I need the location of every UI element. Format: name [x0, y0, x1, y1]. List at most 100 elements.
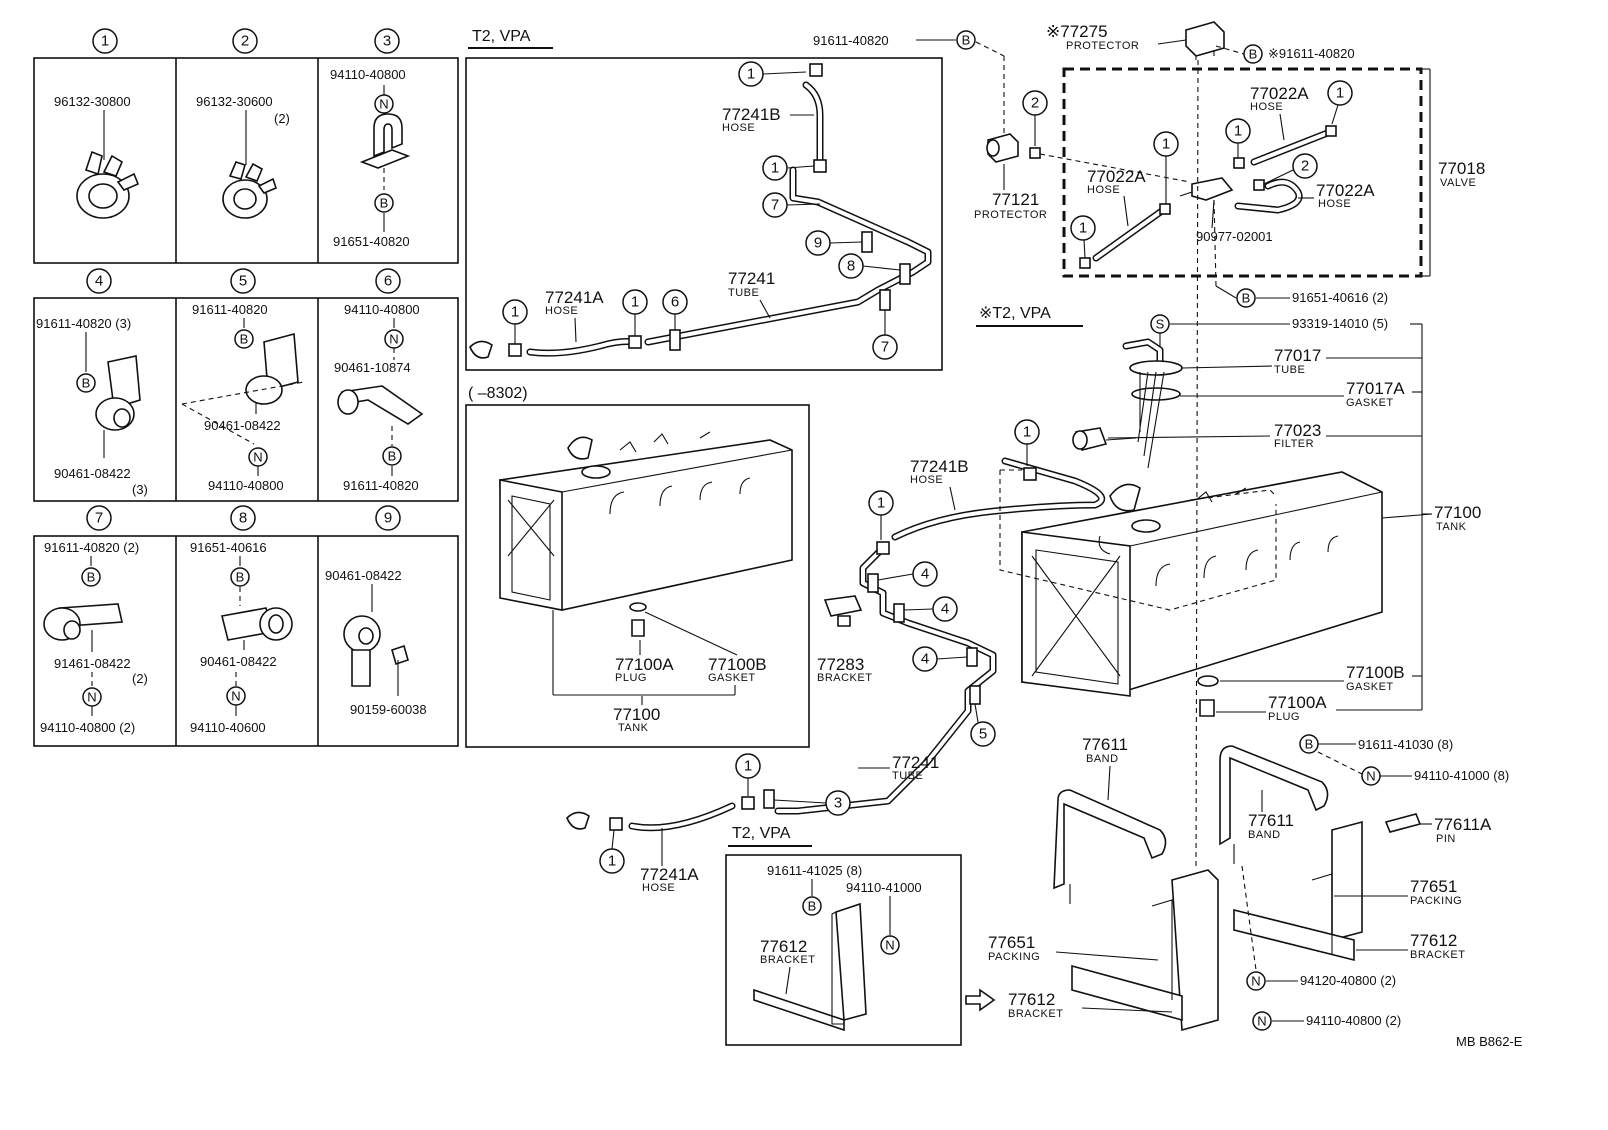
label-77611-right: 77611	[1248, 811, 1294, 830]
label-hose-a: HOSE	[545, 305, 578, 317]
panel-number-6: 6	[375, 268, 401, 294]
label-pin: PIN	[1436, 833, 1456, 845]
svg-text:2: 2	[241, 33, 249, 50]
label-plug-right: PLUG	[1268, 711, 1300, 723]
svg-text:※91611-40820: ※91611-40820	[1268, 46, 1355, 61]
label-77023: 77023	[1274, 421, 1321, 440]
callout-3: 3	[773, 790, 851, 816]
panel-number-4: 4	[86, 268, 112, 294]
main-tube-assembly: 1 77241B HOSE 1 4 4 4 5 77283 BRACKET 77…	[566, 419, 1106, 894]
label-77612-t2: 77612	[760, 937, 807, 956]
svg-text:1: 1	[1023, 424, 1031, 441]
callout-8: 8	[838, 253, 901, 279]
svg-text:1: 1	[1162, 136, 1170, 153]
label-gasket-77017a: GASKET	[1346, 397, 1394, 409]
svg-text:91461-08422: 91461-08422	[54, 656, 131, 671]
svg-text:7: 7	[771, 197, 779, 214]
svg-text:N: N	[253, 450, 262, 465]
callout-1-clip-h: 1	[599, 829, 625, 874]
label-bracket-t2: BRACKET	[760, 954, 815, 966]
panel-8-clamp: 91651-40616 B 90461-08422 N 94110-40600	[190, 540, 293, 735]
label-77100b-right: 77100B	[1346, 663, 1405, 682]
svg-text:91611-40820 (2): 91611-40820 (2)	[44, 540, 139, 555]
callout-2-a: 2	[1022, 90, 1048, 146]
label-band-right: BAND	[1248, 829, 1281, 841]
label-hose: HOSE	[722, 122, 755, 134]
label-protector-mid: PROTECTOR	[974, 209, 1047, 221]
svg-text:94110-40800: 94110-40800	[208, 478, 284, 493]
svg-text:94110-40800: 94110-40800	[330, 67, 406, 82]
svg-text:9: 9	[814, 235, 822, 252]
svg-text:91611-40820: 91611-40820	[192, 302, 268, 317]
label-77241-tube: 77241	[728, 269, 775, 288]
label-bracket-left: BRACKET	[1008, 1008, 1063, 1020]
svg-text:9: 9	[384, 510, 392, 527]
svg-text:90461-08422: 90461-08422	[204, 418, 281, 433]
callout-1-hose-clip-d: 1	[622, 289, 648, 336]
label-77611a: 77611A	[1434, 815, 1492, 834]
svg-text:N: N	[1366, 769, 1375, 784]
svg-text:91611-41025 (8): 91611-41025 (8)	[767, 863, 862, 878]
label-packing-right: PACKING	[1410, 895, 1462, 907]
svg-text:1: 1	[1079, 220, 1087, 237]
svg-text:90159-60038: 90159-60038	[350, 702, 427, 717]
svg-text:7: 7	[95, 510, 103, 527]
label-77017: 77017	[1274, 346, 1321, 365]
svg-text:90461-08422: 90461-08422	[325, 568, 402, 583]
svg-text:91651-40616: 91651-40616	[190, 540, 267, 555]
panel-9-clamp: 90461-08422 90159-60038	[325, 568, 427, 717]
t2-vpa-bracket-section: T2, VPA 91611-41025 (8) B 94110-41000 N …	[725, 825, 962, 1046]
callout-4-b: 4	[903, 596, 958, 622]
label-tank-right: TANK	[1436, 521, 1467, 533]
svg-text:3: 3	[383, 33, 391, 50]
svg-text:90461-08422: 90461-08422	[200, 654, 277, 669]
panel-number-5: 5	[230, 268, 256, 294]
svg-text:1: 1	[511, 304, 519, 321]
svg-text:94110-40800 (2): 94110-40800 (2)	[1306, 1013, 1401, 1028]
label-tube-77017: TUBE	[1274, 364, 1305, 376]
svg-text:B: B	[808, 899, 817, 914]
svg-text:94110-41000 (8): 94110-41000 (8)	[1414, 768, 1509, 783]
svg-text:94110-40600: 94110-40600	[190, 720, 266, 735]
svg-text:1: 1	[631, 294, 639, 311]
label-77018: 77018	[1438, 159, 1485, 178]
svg-text:2: 2	[1301, 158, 1309, 175]
svg-text:4: 4	[921, 651, 929, 668]
svg-text:8: 8	[239, 510, 247, 527]
label-bracket-77283: BRACKET	[817, 672, 872, 684]
svg-text:B: B	[1242, 291, 1251, 306]
section-title-t2-vpa: T2, VPA	[472, 28, 531, 45]
svg-text:B: B	[240, 332, 249, 347]
svg-text:B: B	[82, 376, 91, 391]
label-77100a-right: 77100A	[1268, 693, 1327, 712]
svg-text:90461-08422: 90461-08422	[54, 466, 131, 481]
panel-2-hose-clamp: 96132-30600 (2)	[196, 94, 290, 219]
svg-text:8: 8	[847, 258, 855, 275]
svg-text:N: N	[389, 332, 398, 347]
label-plug: PLUG	[615, 672, 647, 684]
section-title-t2-vpa-bottom: T2, VPA	[732, 825, 791, 842]
label-hose-a-mid: HOSE	[642, 882, 675, 894]
callout-6: 6	[662, 289, 688, 330]
label-77612-right: 77612	[1410, 931, 1457, 950]
label-valve: VALVE	[1440, 177, 1476, 189]
svg-text:91611-40820: 91611-40820	[343, 478, 419, 493]
callout-1-valve-a: 1	[1327, 80, 1353, 125]
label-gasket: GASKET	[708, 672, 756, 684]
panel-1-hose-clamp: 96132-30800	[54, 94, 140, 219]
panel-5-clamp: 91611-40820 B 90461-08422 N 94110-40800	[181, 302, 305, 493]
label-filter: FILTER	[1274, 438, 1314, 450]
svg-text:91651-40820: 91651-40820	[333, 234, 410, 249]
callout-4-a: 4	[877, 561, 938, 587]
svg-text:91651-40616 (2): 91651-40616 (2)	[1292, 290, 1388, 305]
label-packing-left: PACKING	[988, 951, 1040, 963]
svg-text:1: 1	[608, 853, 616, 870]
svg-text:2: 2	[1031, 95, 1039, 112]
callout-9: 9	[805, 230, 863, 256]
callout-2-b: 2	[1263, 153, 1318, 185]
panel-4-clamp: 91611-40820 (3) B 90461-08422 (3)	[36, 316, 148, 497]
svg-text:N: N	[379, 97, 388, 112]
label-77651-left: 77651	[988, 933, 1035, 952]
callout-1-valve-d: 1	[1070, 215, 1096, 259]
label-tube: TUBE	[728, 287, 759, 299]
